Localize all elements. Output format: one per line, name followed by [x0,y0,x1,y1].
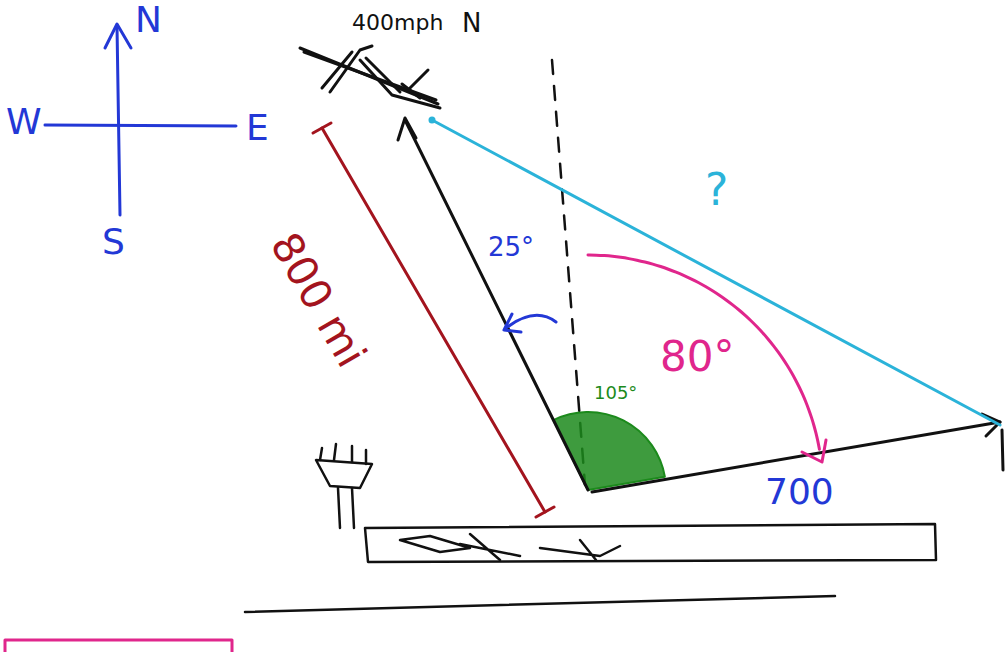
airport-sketch [245,444,936,612]
distance-label: 700 [765,474,834,510]
angle-label: 25° [488,234,534,260]
unknown-label: ? [705,168,728,212]
unknown-distance-line [432,120,1000,425]
compass-east: E [246,110,269,146]
speed-label: 400mph [352,12,443,34]
heading-line [398,118,588,490]
airplane-sketch [300,46,440,108]
compass [45,24,236,215]
answer-box [5,640,232,652]
angle-label: 105° [594,384,637,402]
angle-arc [588,255,826,462]
compass-west: W [6,104,42,140]
endpoint-dot [429,117,436,124]
turn-arrow [504,314,556,332]
angle-label: 80° [660,336,734,378]
compass-south: S [102,224,125,260]
compass-north: N [135,2,162,38]
north-marker: N [462,10,481,36]
distance-label: 800 mi [263,226,372,374]
